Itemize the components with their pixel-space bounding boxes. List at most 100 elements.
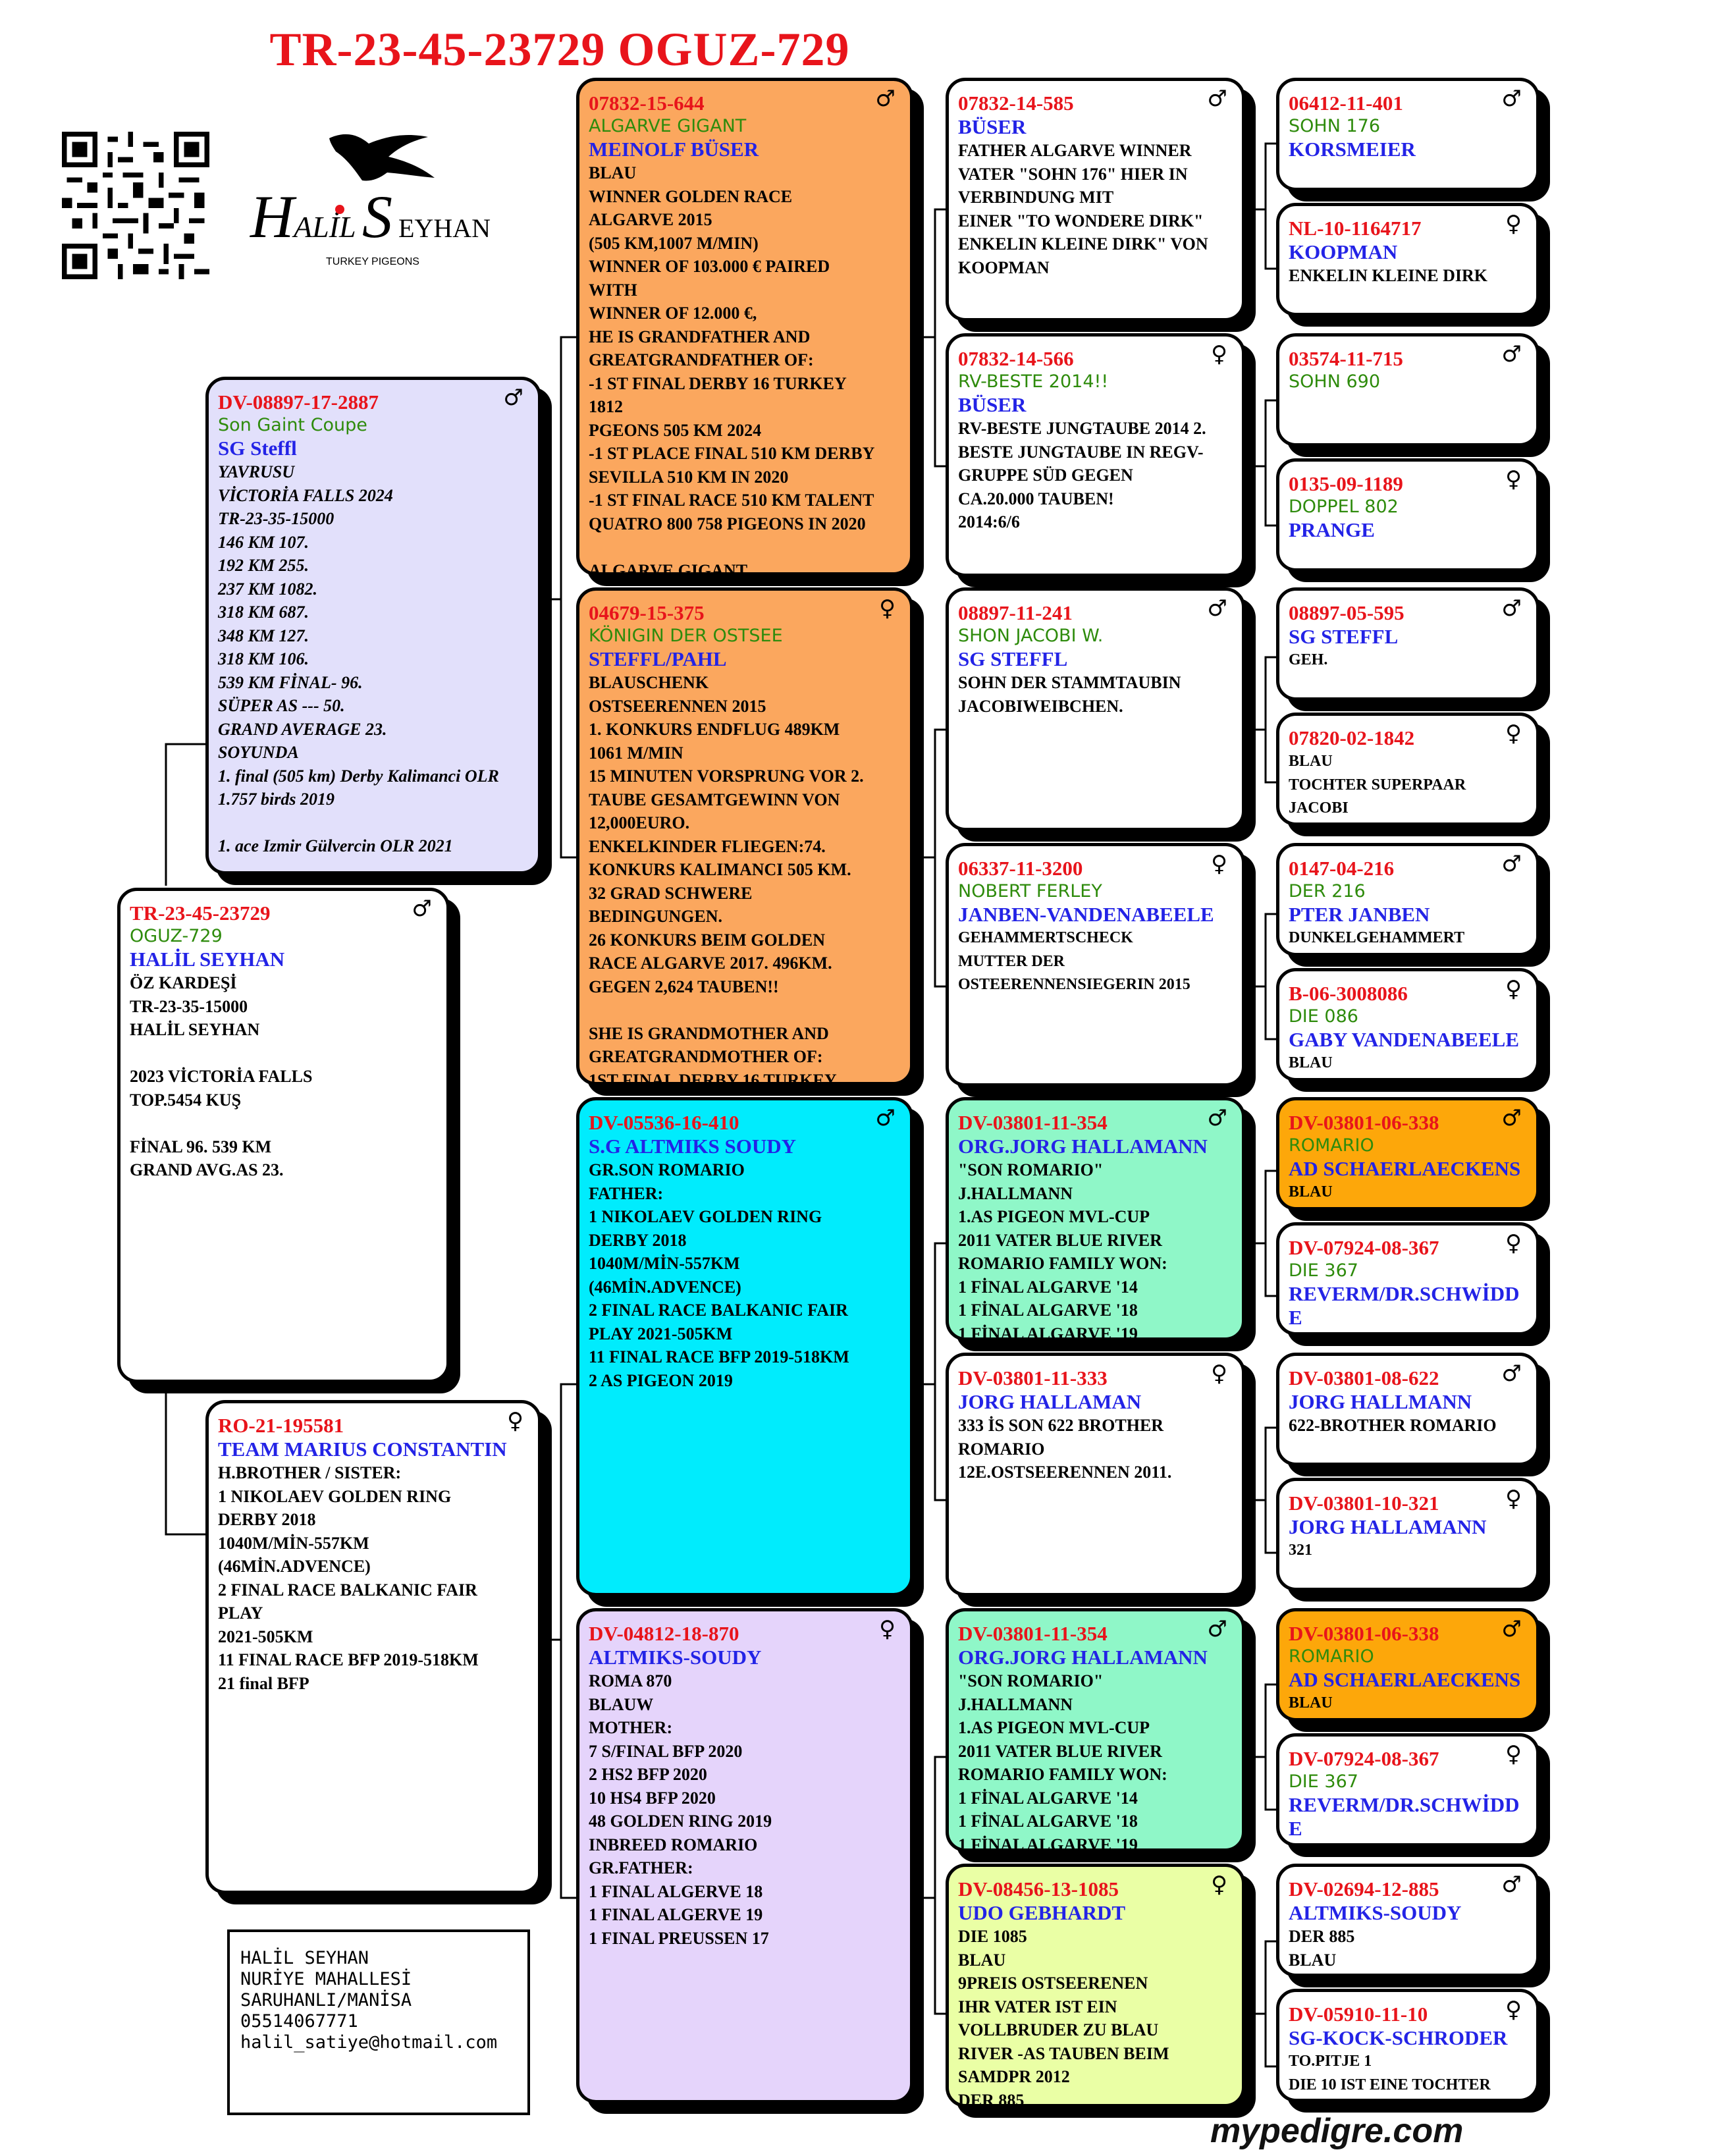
description: DUNKELGEHAMMERT bbox=[1289, 929, 1465, 946]
breeder-name: TEAM MARIUS CONSTANTIN bbox=[218, 1438, 507, 1461]
pigeon-name: DOPPEL 802 bbox=[1289, 497, 1399, 517]
pedigree-card-sire-sire[interactable]: ♂ 07832-15-644 ALGARVE GIGANT MEINOLF BÜ… bbox=[576, 78, 913, 576]
male-icon: ♂ bbox=[1501, 1872, 1522, 1898]
pedigree-card-gen3-8[interactable]: ♀ DV-08456-13-1085 UDO GEBHARDT DIE 1085… bbox=[946, 1864, 1245, 2107]
male-icon: ♂ bbox=[1501, 851, 1522, 877]
pedigree-card-gen3-6[interactable]: ♀ DV-03801-11-333 JORG HALLAMAN 333 İS S… bbox=[946, 1353, 1245, 1596]
pedigree-card-gen4-1[interactable]: ♂ 06412-11-401 SOHN 176 KORSMEIER bbox=[1276, 78, 1539, 191]
address-line: NURİYE MAHALLESİ bbox=[240, 1969, 412, 1989]
pedigree-card-gen4-6[interactable]: ♀ 07820-02-1842 BLAU TOCHTER SUPERPAAR J… bbox=[1276, 713, 1539, 826]
pedigree-card-gen3-2[interactable]: ♀ 07832-14-566 RV-BESTE 2014!! BÜSER RV-… bbox=[946, 333, 1245, 577]
breeder-name: KOOPMAN bbox=[1289, 240, 1398, 263]
male-icon: ♂ bbox=[1501, 595, 1522, 622]
ring-number: 07832-14-585 bbox=[958, 92, 1074, 115]
pigeon-name: DIE 367 bbox=[1289, 1260, 1358, 1281]
ring-number: 04679-15-375 bbox=[589, 601, 705, 624]
breeder-name: JORG HALLAMAN bbox=[958, 1390, 1142, 1413]
ring-number: 07832-14-566 bbox=[958, 347, 1074, 370]
pedigree-card-gen4-12[interactable]: ♀ DV-03801-10-321 JORG HALLAMANN 321 bbox=[1276, 1478, 1539, 1591]
breeder-name: BÜSER bbox=[958, 115, 1027, 138]
ring-number: DV-07924-08-367 bbox=[1289, 1236, 1439, 1259]
description: FATHER ALGARVE WINNER VATER "SOHN 176" H… bbox=[958, 141, 1208, 277]
pedigree-card-dam[interactable]: ♀ RO-21-195581 TEAM MARIUS CONSTANTIN H.… bbox=[205, 1400, 541, 1894]
male-icon: ♂ bbox=[1207, 595, 1227, 622]
ring-number: 0147-04-216 bbox=[1289, 857, 1395, 880]
pedigree-card-gen3-3[interactable]: ♂ 08897-11-241 SHON JACOBI W. SG STEFFL … bbox=[946, 587, 1245, 831]
male-icon: ♂ bbox=[1501, 86, 1522, 112]
pedigree-card-gen3-1[interactable]: ♂ 07832-14-585 BÜSER FATHER ALGARVE WINN… bbox=[946, 78, 1245, 321]
breeder-name: HALİL SEYHAN bbox=[130, 948, 285, 971]
pedigree-card-sire-dam[interactable]: ♀ 04679-15-375 KÖNIGIN DER OSTSEE STEFFL… bbox=[576, 587, 913, 1085]
pedigree-card-gen4-15[interactable]: ♂ DV-02694-12-885 ALTMIKS-SOUDY DER 885 … bbox=[1276, 1864, 1539, 1977]
svg-text:ALİL: ALİL bbox=[292, 210, 356, 244]
ring-number: RO-21-195581 bbox=[218, 1414, 344, 1437]
site-watermark: mypedigre.com bbox=[1210, 2112, 1464, 2150]
pigeon-name: RV-BESTE 2014!! bbox=[958, 371, 1109, 392]
address-line: HALİL SEYHAN bbox=[240, 1948, 369, 1968]
pedigree-card-gen4-10[interactable]: ♀ DV-07924-08-367 DIE 367 REVERM/DR.SCHW… bbox=[1276, 1222, 1539, 1335]
pedigree-card-gen4-4[interactable]: ♀ 0135-09-1189 DOPPEL 802 PRANGE bbox=[1276, 458, 1539, 572]
ring-number: 06337-11-3200 bbox=[958, 857, 1083, 880]
description: RV-BESTE JUNGTAUBE 2014 2. BESTE JUNGTAU… bbox=[958, 419, 1206, 531]
email-address: halil_satiye@hotmail.com bbox=[240, 2032, 498, 2053]
description: "SON ROMARIO" J.HALLMANN 1.AS PIGEON MVL… bbox=[958, 1671, 1167, 1852]
ring-number: DV-03801-06-338 bbox=[1289, 1111, 1439, 1134]
ring-number: DV-03801-11-333 bbox=[958, 1366, 1108, 1389]
pedigree-card-gen3-5[interactable]: ♂ DV-03801-11-354 ORG.JORG HALLAMANN "SO… bbox=[946, 1097, 1245, 1341]
female-icon: ♀ bbox=[507, 1408, 523, 1434]
pigeon-name: ALGARVE GIGANT bbox=[589, 116, 747, 136]
pedigree-card-gen4-11[interactable]: ♂ DV-03801-08-622 JORG HALLMANN 622-BROT… bbox=[1276, 1353, 1539, 1466]
breeder-name: BÜSER bbox=[958, 393, 1027, 416]
ring-number: DV-03801-11-354 bbox=[958, 1111, 1108, 1134]
ring-number: DV-08897-17-2887 bbox=[218, 391, 379, 414]
ring-number: 08897-05-595 bbox=[1289, 601, 1404, 624]
pigeon-name: ROMARIO bbox=[1289, 1135, 1374, 1156]
pigeon-name: DIE 367 bbox=[1289, 1771, 1358, 1792]
breeder-name: JORG HALLMANN bbox=[1289, 1390, 1472, 1413]
breeder-name: KORSMEIER bbox=[1289, 138, 1416, 161]
pedigree-card-gen4-7[interactable]: ♂ 0147-04-216 DER 216 PTER JANBEN DUNKEL… bbox=[1276, 843, 1539, 956]
pedigree-card-gen4-8[interactable]: ♀ B-06-3008086 DIE 086 GABY VANDENABEELE… bbox=[1276, 968, 1539, 1081]
pedigree-card-gen4-3[interactable]: ♂ 03574-11-715 SOHN 690 bbox=[1276, 333, 1539, 446]
breeder-name: JORG HALLAMANN bbox=[1289, 1515, 1487, 1538]
pedigree-card-gen3-4[interactable]: ♀ 06337-11-3200 NOBERT FERLEY JANBEN-VAN… bbox=[946, 843, 1245, 1087]
description: GEH. bbox=[1289, 651, 1328, 668]
female-icon: ♀ bbox=[1211, 851, 1227, 877]
female-icon: ♀ bbox=[1505, 211, 1522, 237]
pedigree-card-gen4-9[interactable]: ♂ DV-03801-06-338 ROMARIO AD SCHAERLAECK… bbox=[1276, 1097, 1539, 1210]
female-icon: ♀ bbox=[1211, 1872, 1227, 1898]
pedigree-card-dam-dam[interactable]: ♀ DV-04812-18-870 ALTMIKS-SOUDY ROMA 870… bbox=[576, 1608, 913, 2103]
female-icon: ♀ bbox=[1211, 341, 1227, 367]
male-icon: ♂ bbox=[1207, 1105, 1227, 1131]
breeder-name: STEFFL/PAHL bbox=[589, 647, 727, 670]
breeder-name: REVERM/DR.SCHWİDD E bbox=[1289, 1793, 1520, 1840]
pedigree-card-gen4-2[interactable]: ♀ NL-10-1164717 KOOPMAN ENKELIN KLEINE D… bbox=[1276, 203, 1539, 316]
breeder-name: MEINOLF BÜSER bbox=[589, 138, 759, 161]
female-icon: ♀ bbox=[879, 1616, 896, 1642]
pigeon-name: DER 216 bbox=[1289, 881, 1366, 902]
male-icon: ♂ bbox=[1501, 1105, 1522, 1131]
ring-number: DV-03801-06-338 bbox=[1289, 1622, 1439, 1645]
female-icon: ♀ bbox=[1505, 1741, 1522, 1767]
pedigree-card-gen4-16[interactable]: ♀ DV-05910-11-10 SG-KOCK-SCHRODER TO.PIT… bbox=[1276, 1989, 1539, 2102]
pedigree-card-gen4-13[interactable]: ♂ DV-03801-06-338 ROMARIO AD SCHAERLAECK… bbox=[1276, 1608, 1539, 1721]
description: GR.SON ROMARIO FATHER: 1 NIKOLAEV GOLDEN… bbox=[589, 1160, 849, 1390]
description: BLAU bbox=[1289, 1694, 1333, 1711]
pedigree-card-dam-sire[interactable]: ♂ DV-05536-16-410 S.G ALTMIKS SOUDY GR.S… bbox=[576, 1097, 913, 1596]
pedigree-card-gen4-14[interactable]: ♀ DV-07924-08-367 DIE 367 REVERM/DR.SCHW… bbox=[1276, 1733, 1539, 1846]
breeder-name: ALTMIKS-SOUDY bbox=[1289, 1901, 1462, 1924]
pigeon-name: SHON JACOBI W. bbox=[958, 626, 1104, 646]
female-icon: ♀ bbox=[1505, 976, 1522, 1002]
pedigree-card-gen4-5[interactable]: ♂ 08897-05-595 SG STEFFL GEH. bbox=[1276, 587, 1539, 701]
description: BLAU bbox=[1289, 1183, 1333, 1200]
ring-number: DV-03801-08-622 bbox=[1289, 1366, 1439, 1389]
pedigree-card-subject[interactable]: ♂ TR-23-45-23729 OGUZ-729 HALİL SEYHAN Ö… bbox=[117, 888, 450, 1383]
pedigree-title: TR-23-45-23729 OGUZ-729 bbox=[269, 23, 850, 76]
male-icon: ♂ bbox=[1207, 86, 1227, 112]
phone-number: 05514067771 bbox=[240, 2011, 358, 2032]
ring-number: DV-08456-13-1085 bbox=[958, 1877, 1119, 1900]
pigeon-name: NOBERT FERLEY bbox=[958, 881, 1102, 902]
description: ENKELIN KLEINE DIRK bbox=[1289, 266, 1487, 285]
pedigree-card-sire[interactable]: ♂ DV-08897-17-2887 Son Gaint Coupe SG St… bbox=[205, 377, 541, 875]
pedigree-card-gen3-7[interactable]: ♂ DV-03801-11-354 ORG.JORG HALLAMANN "SO… bbox=[946, 1608, 1245, 1852]
